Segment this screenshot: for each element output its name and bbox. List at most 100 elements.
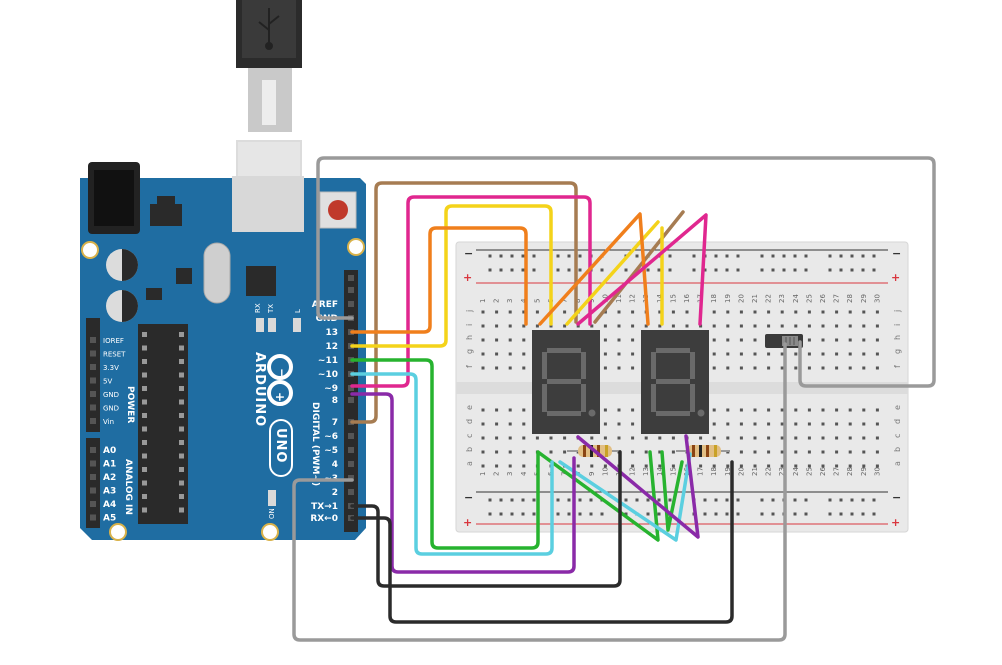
column-number: 2 (493, 472, 501, 476)
wire-black-rx (350, 460, 734, 624)
power-pin[interactable] (90, 377, 96, 384)
analog-pin[interactable] (90, 501, 96, 507)
header-pin[interactable] (348, 301, 354, 307)
column-number: 12 (629, 294, 637, 303)
column-number: 9 (588, 299, 596, 303)
reset-button-icon[interactable] (319, 191, 357, 229)
row-letter: c (893, 434, 902, 438)
column-number: 16 (683, 294, 691, 303)
analog-pin[interactable] (90, 514, 96, 521)
wire-purple (350, 392, 700, 574)
column-number: 1 (479, 472, 487, 476)
row-letter: i (893, 324, 902, 326)
power-pin-label: 5V (103, 378, 112, 386)
column-number: 28 (846, 294, 854, 303)
header-pin[interactable] (348, 433, 354, 439)
column-number: 14 (656, 294, 664, 303)
column-number: 25 (805, 294, 813, 303)
usb-icon (258, 8, 280, 50)
column-number: 23 (778, 467, 786, 476)
column-number: 1 (479, 299, 487, 303)
column-number: 3 (506, 299, 514, 303)
header-label: 13 (325, 328, 338, 338)
analog-pin[interactable] (90, 474, 96, 480)
row-letter: j (893, 310, 902, 313)
analog-pin[interactable] (90, 447, 96, 453)
analog-pin[interactable] (90, 460, 96, 467)
header-pin[interactable] (348, 447, 354, 453)
header-pin[interactable] (348, 489, 354, 495)
analog-pin-label: A3 (103, 487, 116, 497)
capacitor (106, 290, 138, 322)
column-number: 28 (846, 467, 854, 476)
column-number: 24 (792, 467, 800, 476)
analog-pin-label: A5 (103, 514, 116, 524)
analog-label: ANALOG IN (123, 459, 133, 515)
column-number: 11 (615, 294, 623, 303)
column-number: 25 (805, 467, 813, 476)
header-label: ~11 (318, 356, 338, 366)
header-pin[interactable] (348, 397, 354, 403)
column-number: 15 (669, 467, 677, 476)
microcontroller-chip (138, 324, 188, 524)
power-pin[interactable] (90, 418, 96, 424)
l-label: L (294, 309, 302, 313)
wire-gray-aref (316, 156, 936, 388)
row-letter: f (465, 365, 474, 368)
header-pin[interactable] (348, 287, 354, 293)
power-pin-label: Vin (103, 418, 114, 426)
column-number: 27 (833, 294, 841, 303)
header-pin[interactable] (348, 461, 354, 467)
column-number: 19 (724, 294, 732, 303)
row-letter: a (893, 461, 902, 466)
analog-pin-label: A0 (103, 446, 116, 456)
power-pin[interactable] (90, 350, 96, 357)
analog-pin-label: A1 (103, 460, 116, 470)
column-number: 26 (819, 467, 827, 476)
wire-brown (350, 181, 685, 424)
power-pin[interactable] (90, 337, 96, 343)
column-number: 29 (860, 467, 868, 476)
infinity-logo-icon (267, 354, 293, 406)
column-number: 5 (533, 299, 541, 303)
power-pin-label: GND (103, 405, 119, 413)
svg-text:+: + (273, 392, 287, 402)
row-letter: b (893, 447, 902, 452)
analog-pin[interactable] (90, 487, 96, 494)
header-pin[interactable] (348, 475, 354, 481)
capacitor (106, 249, 138, 281)
analog-pin-label: A4 (103, 500, 116, 510)
row-letter: e (893, 405, 902, 410)
header-pin[interactable] (348, 275, 354, 281)
row-letter: j (465, 310, 474, 313)
header-pin[interactable] (348, 385, 354, 391)
column-number: 4 (520, 471, 528, 476)
column-number: 15 (669, 294, 677, 303)
row-letter: d (465, 419, 474, 424)
power-pin[interactable] (90, 364, 96, 370)
arduino-brand: ARDUINO (252, 352, 267, 427)
power-pin[interactable] (90, 391, 96, 397)
column-number: 20 (737, 294, 745, 303)
header-label: ~6 (324, 432, 338, 442)
row-letter: g (465, 349, 474, 354)
column-number: 8 (574, 299, 582, 303)
row-letter: i (465, 324, 474, 326)
power-pin-label: 3.3V (103, 364, 119, 372)
power-pin[interactable] (90, 404, 96, 411)
column-number: 29 (860, 294, 868, 303)
power-label: POWER (125, 386, 135, 423)
slide-switch-icon[interactable] (765, 334, 803, 348)
header-label: 2 (332, 488, 338, 498)
power-pin-label: IOREF (103, 337, 124, 345)
column-number: 7 (561, 472, 569, 476)
row-letter: h (893, 335, 902, 340)
tx-label: TX (267, 304, 275, 314)
wire-orange (350, 212, 650, 334)
wire-magenta-right (576, 213, 708, 326)
power-pin-label: GND (103, 391, 119, 399)
on-label: ON (268, 508, 276, 519)
column-number: 2 (493, 299, 501, 303)
column-number: 23 (778, 294, 786, 303)
